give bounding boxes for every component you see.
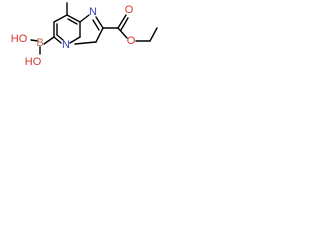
boron-label: B xyxy=(36,37,43,49)
bond-boron-oh-top xyxy=(30,39,39,42)
bond-carbonyl-ester-o xyxy=(117,27,128,39)
bond-ring-c7-c8-double xyxy=(67,18,78,25)
bond-c3-n4 xyxy=(74,41,97,45)
bond-ch2-ch3 xyxy=(149,27,158,42)
carbonyl-oxygen-label: O xyxy=(125,4,134,16)
bond-carbonyl-double-a xyxy=(117,14,127,29)
bridge-nitrogen-label: N xyxy=(62,39,70,51)
ring-nitrogen-label: N xyxy=(89,6,97,18)
bond-ring-c6-c7 xyxy=(53,14,68,23)
bond-ring-c7-c8 xyxy=(66,14,81,23)
hydroxyl-top-label: HO xyxy=(11,33,28,45)
bond-c8a-n1 xyxy=(79,14,90,23)
hydroxyl-bottom-label: HO xyxy=(25,56,42,68)
bond-c2-c3 xyxy=(95,27,104,43)
bond-carbonyl-double-b xyxy=(120,17,129,31)
bond-ring-c8a-n4 xyxy=(69,36,81,44)
bond-c6-boron xyxy=(43,36,55,45)
bond-ring-c5-c6 xyxy=(53,36,62,44)
ester-oxygen-label: O xyxy=(127,35,136,47)
bond-n1-c2 xyxy=(95,16,104,29)
structure-diagram: HO B HO N N O O xyxy=(11,2,158,68)
bond-n1-c2-double xyxy=(92,19,100,31)
bond-ring-c5-c6-double xyxy=(56,34,64,41)
